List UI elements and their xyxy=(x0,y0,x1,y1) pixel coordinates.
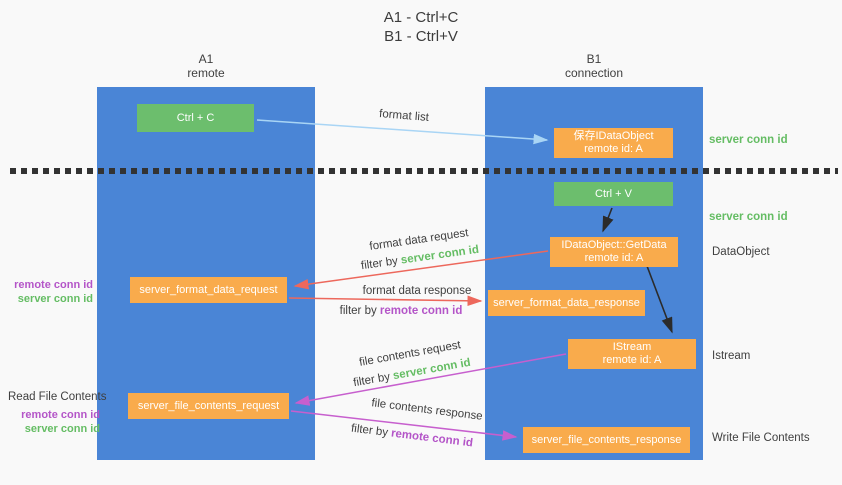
read-file-contents-label: Read File Contents xyxy=(8,391,107,403)
remote-conn-id-text: remote conn id xyxy=(379,305,463,317)
column-a1-id: A1 xyxy=(198,52,214,66)
server-format-data-request-box: server_format_data_request xyxy=(130,277,287,303)
title-line-1: A1 - Ctrl+C xyxy=(383,9,459,26)
ctrl-v-box: Ctrl + V xyxy=(554,182,673,206)
ctrl-c-box: Ctrl + C xyxy=(137,104,254,132)
filter-by-text: filter by xyxy=(350,422,392,440)
remote-conn-id-left-bottom: remote conn id xyxy=(21,409,100,421)
save-dataobject-label: 保存IDataObject remote id: A xyxy=(573,130,654,155)
ctrl-v-label: Ctrl + V xyxy=(595,187,632,200)
column-a1-role: remote xyxy=(187,66,225,80)
format-list-label: format list xyxy=(378,108,430,124)
server-file-contents-response-box: server_file_contents_response xyxy=(523,427,690,453)
write-file-contents-label: Write File Contents xyxy=(712,432,810,444)
left-conn-id-stack-bottom: remote conn id server conn id xyxy=(8,409,100,436)
format-data-response-arrow xyxy=(288,295,483,307)
column-header-a1: A1 remote xyxy=(97,52,315,80)
ctrl-c-label: Ctrl + C xyxy=(176,111,215,124)
left-conn-id-stack-top: remote conn id server conn id xyxy=(8,279,93,306)
title-line-2: B1 - Ctrl+V xyxy=(384,28,458,45)
dataobject-label: DataObject xyxy=(712,246,770,258)
file-contents-response-label: file contents response xyxy=(370,397,484,423)
dotted-separator xyxy=(10,168,838,174)
format-data-response-label: format data response xyxy=(362,285,472,297)
server-file-contents-request-label: server_file_contents_request xyxy=(137,399,280,412)
server-format-data-response-label: server_format_data_response xyxy=(493,296,640,309)
server-conn-id-right-mid: server conn id xyxy=(709,211,788,223)
filter-by-text: filter by xyxy=(352,370,395,390)
column-header-b1: B1 connection xyxy=(485,52,703,80)
server-conn-id-text: server conn id xyxy=(400,243,480,267)
getdata-box: IDataObject::GetData remote id: A xyxy=(550,237,678,267)
filter-by-text: filter by xyxy=(339,305,380,317)
diagram-title: A1 - Ctrl+C B1 - Ctrl+V xyxy=(0,8,842,46)
remote-conn-id-text: remote conn id xyxy=(390,427,474,450)
istream-side-label: Istream xyxy=(712,350,751,362)
server-conn-id-right-top: server conn id xyxy=(709,134,788,146)
file-contents-response-filter-label: filter by remote conn id xyxy=(350,423,473,450)
column-b1-role: connection xyxy=(564,66,624,80)
remote-conn-id-left-top: remote conn id xyxy=(14,279,93,291)
server-conn-id-left-bottom: server conn id xyxy=(24,422,100,435)
format-data-response-filter-label: filter by remote conn id xyxy=(340,305,463,317)
save-dataobject-box: 保存IDataObject remote id: A xyxy=(554,128,673,158)
server-format-data-request-label: server_format_data_request xyxy=(139,283,278,296)
getdata-label: IDataObject::GetData remote id: A xyxy=(561,239,667,264)
server-conn-id-left-top: server conn id xyxy=(17,292,93,305)
server-format-data-response-box: server_format_data_response xyxy=(488,290,645,316)
server-file-contents-response-label: server_file_contents_response xyxy=(531,433,682,446)
filter-by-text: filter by xyxy=(360,254,402,273)
server-file-contents-request-box: server_file_contents_request xyxy=(128,393,289,419)
istream-box-label: IStream remote id: A xyxy=(602,341,662,366)
column-b1-id: B1 xyxy=(586,52,602,66)
istream-box: IStream remote id: A xyxy=(568,339,696,369)
